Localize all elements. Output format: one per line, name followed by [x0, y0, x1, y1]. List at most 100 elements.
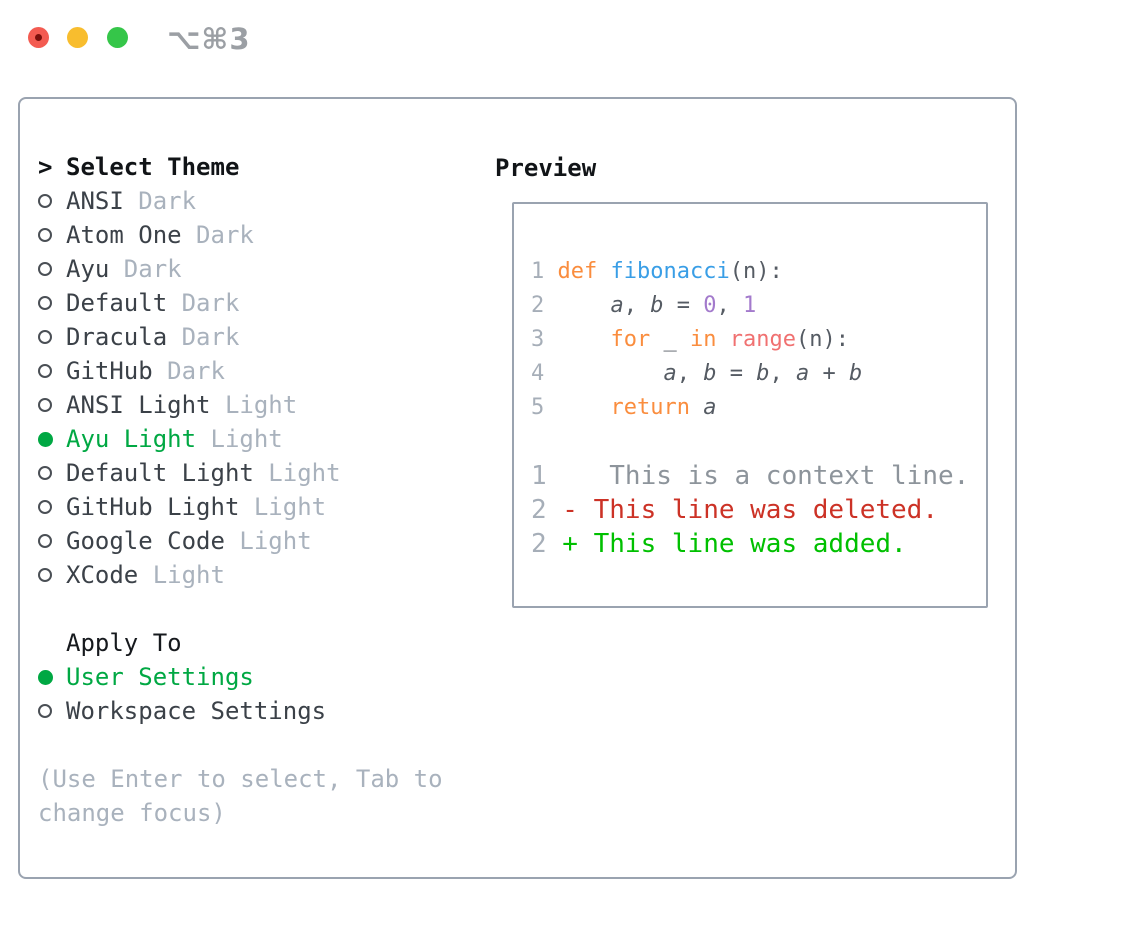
item-variant-label: Light: [224, 527, 312, 555]
item-variant-label: Dark: [152, 357, 225, 385]
apply-to-option-user-settings[interactable]: User Settings: [38, 660, 478, 694]
spacer: [38, 568, 66, 582]
line-number: 2: [531, 529, 547, 559]
theme-item-dracula[interactable]: Dracula Dark: [38, 320, 478, 354]
code-line: 3 for _ in range(n):: [531, 323, 969, 357]
code-token: a: [795, 361, 810, 386]
item-variant-label: Light: [239, 493, 327, 521]
spacer: [38, 262, 66, 276]
diff-text: - This line was deleted.: [546, 495, 938, 525]
line-number: 1: [531, 461, 547, 491]
code-token: ,: [676, 361, 704, 386]
spacer: [38, 431, 66, 447]
radio-unselected-icon: [38, 194, 52, 208]
theme-item-ansi[interactable]: ANSI Dark: [38, 184, 478, 218]
item-label: User Settings: [66, 663, 254, 691]
menu-title: Select Theme: [66, 153, 240, 181]
spacer: [38, 330, 66, 344]
radio-selected-icon: [38, 669, 53, 685]
code-token: b: [650, 293, 664, 318]
theme-item-github-light[interactable]: GitHub Light Light: [38, 490, 478, 524]
code-token: (n):: [795, 327, 849, 352]
item-label: GitHub: [66, 357, 153, 385]
cursor-arrow-icon: >: [38, 153, 53, 181]
code-token: b: [703, 361, 717, 386]
item-label: ANSI: [66, 187, 124, 215]
radio-unselected-icon: [38, 568, 52, 582]
apply-to-option-workspace-settings[interactable]: Workspace Settings: [38, 694, 478, 728]
code-token: for: [610, 327, 651, 352]
theme-item-default[interactable]: Default Dark: [38, 286, 478, 320]
item-label: ANSI Light: [66, 391, 211, 419]
item-label: Ayu Light: [66, 425, 197, 453]
theme-item-atom-one[interactable]: Atom One Dark: [38, 218, 478, 252]
code-line: 4 a, b = b, a + b: [531, 357, 969, 391]
spacer: [38, 728, 478, 762]
item-label: Google Code: [66, 527, 225, 555]
code-token: [558, 293, 611, 318]
item-variant-label: Light: [138, 561, 225, 589]
theme-item-github[interactable]: GitHub Dark: [38, 354, 478, 388]
code-token: return: [610, 395, 690, 420]
code-token: 1: [742, 293, 757, 318]
radio-unselected-icon: [38, 296, 52, 310]
line-number: 2: [531, 293, 558, 318]
blank-line: [531, 425, 969, 459]
spacer: [38, 364, 66, 378]
item-label: XCode: [66, 561, 139, 589]
code-token: range: [729, 327, 796, 352]
diff-text: + This line was added.: [546, 529, 907, 559]
code-token: b: [848, 361, 863, 386]
code-token: def: [557, 259, 611, 284]
diff-line-context: 1 This is a context line.: [531, 459, 969, 493]
spacer: [38, 704, 66, 718]
spacer: [38, 669, 66, 685]
code-token: ,: [769, 361, 796, 386]
radio-unselected-icon: [38, 534, 52, 548]
titlebar: ⌥⌘3: [0, 0, 1140, 76]
item-label: Atom One: [66, 221, 182, 249]
spacer: [38, 194, 66, 208]
close-button[interactable]: [28, 27, 49, 48]
item-label: Workspace Settings: [66, 697, 327, 725]
zoom-button[interactable]: [107, 27, 128, 48]
radio-unselected-icon: [38, 500, 52, 514]
code-token: a: [610, 293, 624, 318]
theme-item-ayu-light[interactable]: Ayu Light Light: [38, 422, 478, 456]
minimize-button[interactable]: [67, 27, 88, 48]
theme-item-google-code[interactable]: Google Code Light: [38, 524, 478, 558]
code-line: 1 def fibonacci(n):: [531, 255, 969, 289]
line-number: 3: [531, 327, 558, 352]
theme-item-ayu[interactable]: Ayu Dark: [38, 252, 478, 286]
item-label: Ayu: [66, 255, 110, 283]
theme-item-xcode[interactable]: XCode Light: [38, 558, 478, 592]
radio-selected-icon: [38, 431, 53, 447]
code-token: b: [756, 361, 770, 386]
help-text: (Use Enter to select, Tab to change focu…: [38, 765, 443, 827]
item-variant-label: Light: [253, 459, 341, 487]
radio-unselected-icon: [38, 330, 52, 344]
code-token: +: [809, 361, 849, 386]
spacer: [38, 592, 478, 626]
code-token: fibonacci: [610, 259, 730, 284]
line-number: 2: [531, 495, 547, 525]
theme-item-default-light[interactable]: Default Light Light: [38, 456, 478, 490]
item-label: Dracula: [66, 323, 168, 351]
code-token: [690, 395, 703, 420]
theme-item-ansi-light[interactable]: ANSI Light Light: [38, 388, 478, 422]
code-token: a: [663, 361, 677, 386]
code-token: in: [689, 327, 717, 352]
radio-unselected-icon: [38, 704, 52, 718]
line-number: 4: [531, 361, 558, 386]
code-token: ,: [623, 293, 651, 318]
code-token: _: [650, 327, 690, 352]
line-number: 1: [531, 259, 558, 284]
code-token: [558, 327, 611, 352]
apply-to-title: Apply To: [66, 629, 182, 657]
code-token: ,: [716, 293, 743, 318]
code-line: 5 return a: [531, 391, 969, 425]
apply-to-header-row: Apply To: [38, 626, 478, 660]
